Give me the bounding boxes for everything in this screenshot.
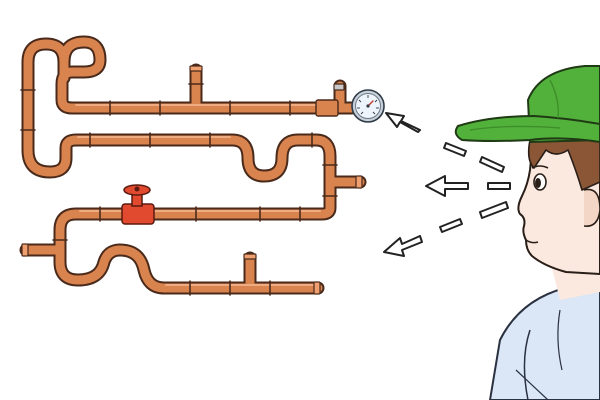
hair [527,131,600,191]
gate-valve-icon [121,184,155,225]
plumber-with-green-cap [454,65,600,400]
green-cap [454,65,600,143]
sight-dash [443,142,467,157]
sight-lines [383,112,511,257]
sight-dash [439,218,463,233]
arrow-left-icon [383,235,423,257]
sight-dash [479,156,505,173]
copper-pipework [19,35,367,296]
eye [533,173,547,191]
arrow-left-icon [385,112,421,133]
shirt [488,280,600,400]
arrow-left-icon [425,175,469,197]
sight-dash [487,182,511,190]
sight-dash [479,201,509,219]
pressure-gauge-icon [351,89,385,123]
